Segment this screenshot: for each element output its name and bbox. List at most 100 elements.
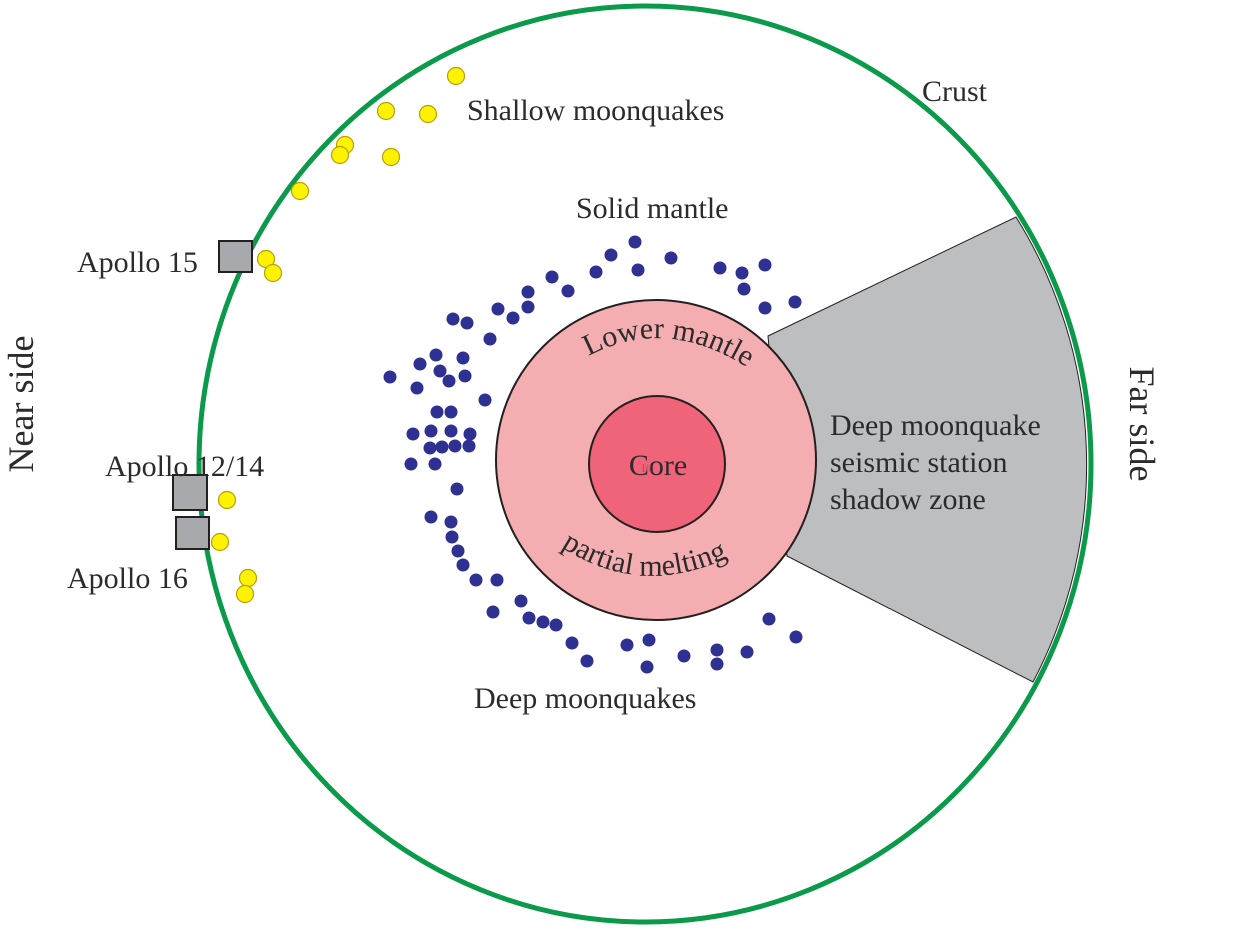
deep-moonquake-marker [410, 381, 424, 395]
shallow-moonquake-marker [238, 568, 258, 588]
deep-moonquake-marker [620, 638, 634, 652]
deep-moonquake-marker [424, 510, 438, 524]
deep-moonquake-marker [456, 351, 470, 365]
near-side-label: Near side [1, 336, 41, 473]
station-apollo-16-marker [175, 516, 210, 550]
deep-moonquake-marker [740, 645, 754, 659]
deep-moonquake-marker [491, 302, 505, 316]
core-disc [588, 395, 726, 533]
deep-moonquake-marker [677, 649, 691, 663]
shallow-moonquake-marker [235, 584, 255, 604]
station-apollo-12-14-label: Apollo 12/14 [105, 450, 264, 483]
shallow-moonquake-markers [210, 66, 466, 604]
deep-moonquake-marker [506, 311, 520, 325]
deep-moonquake-marker [404, 457, 418, 471]
deep-moonquake-marker [463, 427, 477, 441]
deep-moonquake-marker [451, 544, 465, 558]
deep-moonquake-marker [469, 573, 483, 587]
deep-moonquake-marker [413, 357, 427, 371]
core-small-mark: lit [642, 461, 653, 475]
deep-moonquake-marker [444, 405, 458, 419]
deep-moonquake-marker [514, 594, 528, 608]
deep-moonquake-marker [737, 282, 751, 296]
deep-moonquake-marker [406, 427, 420, 441]
deep-moonquake-marker [486, 605, 500, 619]
shallow-moonquake-marker [381, 147, 401, 167]
shallow-moonquakes-label: Shallow moonquakes [467, 94, 724, 127]
deep-moonquake-markers [383, 235, 803, 674]
deep-moonquake-marker [713, 261, 727, 275]
deep-moonquake-marker [460, 316, 474, 330]
deep-moonquake-marker [758, 301, 772, 315]
crust-ring [196, 3, 1094, 925]
deep-moonquake-marker [710, 657, 724, 671]
station-apollo-12-14-marker [172, 474, 208, 511]
deep-moonquake-marker [450, 482, 464, 496]
deep-moonquake-marker [444, 424, 458, 438]
deep-moonquake-marker [462, 439, 476, 453]
deep-moonquake-marker [456, 558, 470, 572]
shadow-zone-label-line-3: shadow zone [830, 483, 986, 516]
deep-moonquake-marker [521, 300, 535, 314]
solid-mantle-label: Solid mantle [576, 192, 729, 225]
shallow-moonquake-marker [446, 66, 466, 86]
deep-moonquake-marker [762, 612, 776, 626]
deep-moonquake-marker [628, 235, 642, 249]
deep-moonquake-marker [580, 654, 594, 668]
station-apollo-15-marker [218, 240, 253, 273]
far-side-label: Far side [1122, 367, 1162, 482]
station-apollo-15-label: Apollo 15 [77, 246, 198, 279]
seismic-stations [172, 240, 253, 550]
deep-moonquake-marker [561, 284, 575, 298]
deep-moonquake-marker [522, 611, 536, 625]
deep-moonquake-marker [423, 441, 437, 455]
shallow-moonquake-marker [376, 101, 396, 121]
deep-moonquake-marker [642, 633, 656, 647]
deep-moonquake-marker [788, 295, 802, 309]
deep-moonquake-marker [433, 364, 447, 378]
shallow-moonquake-marker [290, 181, 310, 201]
deep-moonquake-marker [483, 332, 497, 346]
deep-moonquake-marker [589, 265, 603, 279]
deep-moonquake-marker [545, 270, 559, 284]
shallow-moonquake-marker [217, 490, 237, 510]
deep-moonquake-marker [710, 643, 724, 657]
deep-moonquake-marker [789, 630, 803, 644]
deep-moonquake-marker [446, 312, 460, 326]
deep-moonquake-marker [478, 393, 492, 407]
deep-moonquake-marker [424, 424, 438, 438]
deep-moonquake-marker [435, 440, 449, 454]
deep-moonquake-marker [445, 530, 459, 544]
shadow-zone-label-line-2: seismic station [830, 446, 1007, 479]
core-label: Core [629, 449, 687, 482]
deep-moonquake-marker [521, 285, 535, 299]
deep-moonquakes-label: Deep moonquakes [474, 682, 696, 715]
shallow-moonquake-marker [263, 263, 283, 283]
deep-moonquake-marker [429, 348, 443, 362]
station-apollo-16-label: Apollo 16 [67, 562, 188, 595]
deep-moonquake-marker [631, 263, 645, 277]
deep-moonquake-marker [490, 573, 504, 587]
deep-moonquake-marker [536, 615, 550, 629]
deep-moonquake-marker [664, 251, 678, 265]
deep-moonquake-marker [640, 660, 654, 674]
shadow-zone-label-line-1: Deep moonquake [830, 409, 1041, 442]
deep-moonquake-marker [442, 374, 456, 388]
shallow-moonquake-marker [418, 104, 438, 124]
deep-moonquake-marker [458, 369, 472, 383]
deep-moonquake-marker [758, 258, 772, 272]
shallow-moonquake-marker [210, 532, 230, 552]
deep-moonquake-marker [428, 457, 442, 471]
deep-moonquake-marker [430, 405, 444, 419]
deep-moonquake-marker [383, 370, 397, 384]
shadow-zone-wedge [767, 216, 1088, 683]
deep-moonquake-marker [565, 636, 579, 650]
crust-label: Crust [922, 75, 988, 108]
deep-moonquake-marker [735, 266, 749, 280]
deep-moonquake-marker [444, 515, 458, 529]
deep-moonquake-marker [604, 248, 618, 262]
shallow-moonquake-marker [330, 145, 350, 165]
deep-moonquake-marker [448, 439, 462, 453]
deep-moonquake-marker [549, 618, 563, 632]
